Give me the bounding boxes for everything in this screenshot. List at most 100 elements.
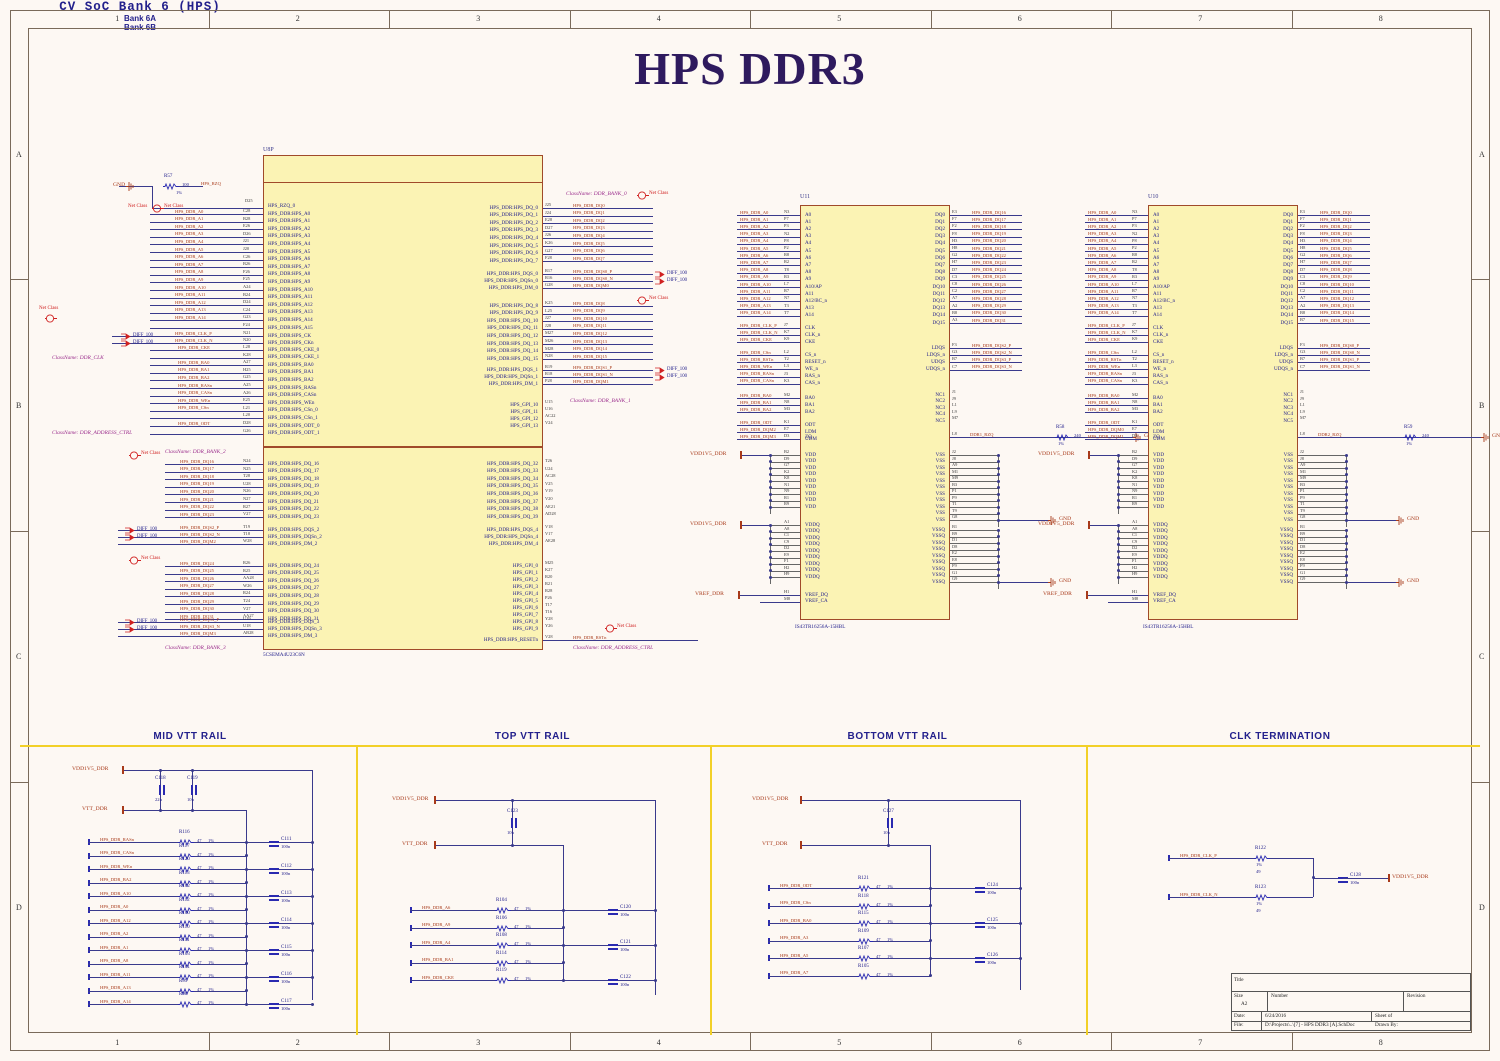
- net-label: HPS_DDR_A12: [175, 299, 206, 305]
- wire: [770, 525, 800, 526]
- wire: [950, 294, 1022, 296]
- wire: [950, 530, 998, 531]
- resistor-refdes: R115: [858, 911, 869, 916]
- memory-pin-designator: D7: [952, 266, 958, 272]
- resistor-tolerance: 1%: [208, 905, 215, 911]
- memory-pin-vss: VSS: [935, 477, 945, 484]
- net-label: HPS_DDR_WEn: [740, 363, 773, 369]
- net-label: HPS_DDR_RSTn: [740, 356, 774, 362]
- zone-marker-bottom: 2: [295, 1038, 300, 1047]
- wire: [1088, 595, 1108, 596]
- zone-marker-left: C: [16, 652, 22, 662]
- memory-pin-designator: H7: [952, 259, 958, 265]
- soc-pin-designator: D26: [243, 230, 251, 236]
- junction: [653, 943, 657, 947]
- memory-pin-vdd: VDD: [805, 464, 817, 471]
- zone-marker-bottom: 8: [1378, 1038, 1383, 1047]
- junction: [310, 894, 314, 898]
- zone-marker-bottom: 6: [1017, 1038, 1022, 1047]
- net-label: HPS_DDR_A1: [100, 944, 129, 950]
- resistor-refdes: R104: [496, 898, 507, 903]
- net-label: HPS_DDR_A3: [175, 231, 204, 237]
- memory-pin-designator: M2: [784, 392, 791, 397]
- wire: [194, 936, 246, 938]
- capacitor-value: 100n: [281, 871, 291, 876]
- memory-pin-vddq: VDDQ: [805, 541, 820, 547]
- wire: [150, 395, 263, 397]
- termination-resistor: [178, 973, 194, 982]
- net-label: HPS_DDR_CLK_P: [740, 322, 777, 328]
- memory-pin-label: CKE: [1153, 338, 1164, 345]
- wire: [1085, 412, 1148, 414]
- date-label: Date:: [1234, 1013, 1246, 1019]
- memory-pin-designator: L2: [1132, 349, 1137, 354]
- soc-pin-designator: K28: [243, 351, 251, 357]
- memory-pin-designator: K8: [1132, 475, 1138, 480]
- wire: [150, 312, 263, 314]
- resistor-refdes: R114: [496, 950, 507, 956]
- wire: [1118, 455, 1148, 456]
- net-label: HPS_DDR_DQ24: [180, 560, 214, 566]
- memory-pin-designator: C7: [952, 363, 958, 369]
- termination-resistor: [178, 987, 194, 995]
- wire: [1298, 520, 1346, 521]
- soc-pin-designator: B24: [243, 291, 251, 297]
- rail-port-label: VTT_DDR: [82, 806, 108, 812]
- classname-ddr-bank-2: ClassName: DDR_BANK_2: [165, 449, 226, 455]
- memory-pin-designator: F2: [952, 223, 957, 229]
- zone-marker-bottom: 3: [476, 1038, 481, 1047]
- capacitor-refdes: C123: [507, 808, 518, 814]
- memory-pin-label: RAS_n: [805, 373, 821, 380]
- junction: [310, 867, 314, 871]
- wire: [88, 963, 178, 965]
- wire: [165, 596, 263, 598]
- soc-bank6b-block[interactable]: [263, 447, 543, 650]
- wire: [1343, 877, 1388, 879]
- net-class-marker: [637, 191, 649, 200]
- file-value: D:\Projects\..\[7] - HPS DDR3 [A].SchDoc: [1265, 1022, 1355, 1028]
- soc-pin-label: HPS_DDR:HPS_DQ_39: [487, 513, 538, 520]
- memory-pin-vddq: VDDQ: [1153, 528, 1168, 534]
- soc-pin-designator: AB28: [243, 630, 254, 635]
- memory-pin-label: DQ15: [1280, 319, 1293, 326]
- memory-pin-designator: C2: [952, 288, 958, 294]
- soc-pin-designator: T24: [243, 598, 251, 603]
- wire: [950, 513, 998, 515]
- soc-pin-designator: A24: [243, 284, 251, 289]
- memory-pin-zq: ZQ: [805, 433, 812, 440]
- soc-pin-label: HPS_DDR:HPS_DQ_2: [489, 219, 538, 226]
- net-label: HPS_DDR_A11: [175, 292, 206, 298]
- memory-pin-designator: D9: [784, 455, 790, 461]
- wire: [768, 975, 857, 977]
- soc-pin-label: HPS_DDR:HPS_DQ_9: [489, 310, 538, 317]
- junction: [310, 1002, 314, 1006]
- memory-pin-designator: A8: [1132, 525, 1138, 531]
- memory-pin-nc: NC5: [935, 417, 945, 424]
- wire: [1298, 258, 1370, 260]
- resistor-value: 100: [182, 182, 189, 187]
- junction: [1116, 536, 1120, 540]
- resistor-tolerance: 1%: [525, 976, 532, 981]
- soc-bank6a-block[interactable]: [263, 155, 543, 447]
- memory-ic-body[interactable]: [800, 205, 950, 620]
- net-label: HPS_DDR_A13: [740, 303, 771, 309]
- zone-tick: [1111, 1033, 1112, 1050]
- junction: [996, 479, 1000, 483]
- zone-marker-right: B: [1479, 400, 1485, 410]
- memory-pin-label: A4: [1153, 240, 1160, 247]
- wire: [737, 258, 800, 260]
- capacitor-value: 100n: [620, 947, 630, 952]
- wire: [152, 208, 263, 209]
- wire: [770, 481, 800, 482]
- memory-ic-body[interactable]: [1148, 205, 1298, 620]
- zone-tick: [1472, 781, 1489, 783]
- soc-pin-label: HPS_GPI_2: [512, 576, 538, 583]
- memory-pin-designator: F3: [952, 342, 957, 347]
- net-label: HPS_DDR_CKE: [1088, 336, 1120, 342]
- wire: [543, 223, 653, 225]
- resistor-value: 47: [514, 923, 519, 929]
- net-label: HPS_DDR_CKE: [178, 344, 210, 350]
- wire: [543, 370, 653, 371]
- memory-pin-designator: B9: [952, 530, 958, 536]
- junction: [1344, 492, 1348, 496]
